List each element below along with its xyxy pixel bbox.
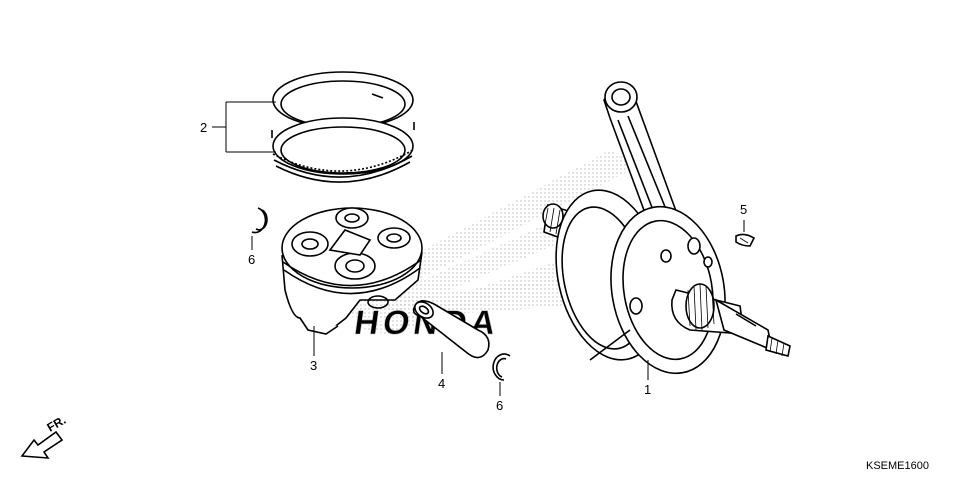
pin-clip-left bbox=[251, 207, 268, 234]
crankshaft bbox=[542, 81, 791, 375]
callout-3: 3 bbox=[310, 358, 317, 373]
pin-clip-right bbox=[492, 353, 511, 381]
callout-bracket-2 bbox=[212, 101, 276, 153]
piston-ring-set bbox=[271, 71, 415, 183]
piston bbox=[281, 207, 423, 335]
callout-6-left: 6 bbox=[248, 252, 255, 267]
callout-5: 5 bbox=[740, 202, 747, 217]
piston-pin bbox=[412, 300, 490, 359]
front-direction-arrow-icon: FR. bbox=[20, 413, 69, 459]
woodruff-key bbox=[735, 233, 756, 247]
callout-2: 2 bbox=[200, 120, 207, 135]
diagram-code: KSEME1600 bbox=[866, 460, 929, 472]
leader-lines bbox=[251, 220, 745, 396]
front-direction-label: FR. bbox=[45, 413, 69, 435]
callout-1: 1 bbox=[644, 382, 651, 397]
callout-6-right: 6 bbox=[496, 398, 503, 413]
callout-4: 4 bbox=[438, 376, 445, 391]
